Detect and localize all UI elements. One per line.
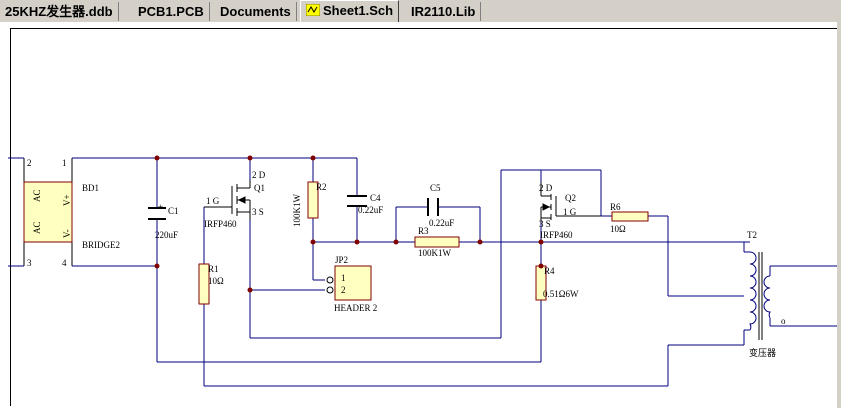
schematic-canvas[interactable] (0, 22, 841, 408)
c1-ref-label: C1 (168, 206, 179, 216)
jp2-p2-label: 2 (341, 285, 346, 295)
bridge-vminus-label: V- (62, 229, 72, 238)
r1-ref-label: R1 (208, 264, 219, 274)
tab-label: 25KHZ发生器.ddb (5, 4, 113, 19)
r2-ref-label: R2 (316, 182, 327, 192)
bridge-pin1-label: 1 (62, 158, 67, 168)
right-edge-scrollbar[interactable] (837, 22, 841, 408)
t2-dot-label: o (781, 316, 786, 326)
q2-mosfet[interactable] (540, 182, 601, 222)
t2-transformer[interactable] (744, 251, 771, 340)
bridge-ac2-label: AC (32, 221, 42, 234)
q1-ref-label: Q1 (254, 183, 265, 193)
r1-value-label: 10Ω (208, 276, 224, 286)
c5-capacitor[interactable] (427, 198, 439, 216)
t2-name-label: 变压器 (749, 347, 776, 358)
r6-value-label: 10Ω (610, 224, 626, 234)
bridge-ac1-label: AC (32, 189, 42, 202)
tab-pcb1[interactable]: PCB1.PCB (133, 2, 210, 21)
tab-label: Sheet1.Sch (323, 3, 394, 18)
c5-ref-label: C5 (430, 183, 441, 193)
q1-source-label: 3 S (252, 207, 264, 217)
tab-sheet1[interactable]: Sheet1.Sch (300, 0, 400, 22)
q1-mosfet[interactable] (204, 180, 251, 220)
schematic-sheet-icon (306, 4, 320, 16)
q2-ref-label: Q2 (565, 193, 576, 203)
sheet-border (10, 28, 837, 406)
r3-value-label: 100K1W (418, 248, 451, 258)
r6-resistor[interactable] (611, 211, 649, 222)
junctions (154, 155, 544, 293)
bridge-pin3-label: 3 (27, 258, 32, 268)
c5-value-label: 0.22uF (429, 218, 454, 228)
r3-ref-label: R3 (418, 226, 429, 236)
r6-ref-label: R6 (610, 202, 621, 212)
tab-label: PCB1.PCB (138, 4, 204, 19)
bd1-ref-label: BD1 (82, 183, 99, 193)
document-tab-bar: 25KHZ发生器.ddb PCB1.PCB Documents Sheet1.S… (0, 0, 841, 23)
tab-label: IR2110.Lib (411, 4, 476, 19)
bridge-rectifier-body[interactable] (23, 181, 73, 243)
c4-ref-label: C4 (370, 193, 381, 203)
tab-ir2110-lib[interactable]: IR2110.Lib (406, 2, 482, 21)
r4-ref-label: R4 (544, 266, 555, 276)
q1-drain-label: 2 D (252, 170, 266, 180)
pins (23, 158, 73, 266)
q2-source-label: 3 S (539, 219, 551, 229)
r2-value-label: 100K1W (292, 194, 302, 227)
c1-value-label: 220uF (155, 230, 178, 240)
t2-ref-label: T2 (747, 230, 757, 240)
q2-drain-label: 2 D (539, 183, 553, 193)
jp2-pin1 (326, 276, 334, 284)
bridge-vplus-label: V+ (62, 194, 72, 206)
jp2-name-label: HEADER 2 (334, 303, 377, 313)
c1-capacitor[interactable] (148, 207, 166, 220)
c4-capacitor[interactable] (347, 195, 367, 207)
q1-name-label: IRFP460 (204, 219, 237, 229)
jp2-pin2 (326, 286, 334, 294)
jp2-p1-label: 1 (341, 273, 346, 283)
q1-gate-label: 1 G (206, 196, 220, 206)
r3-resistor[interactable] (414, 236, 460, 248)
wires (8, 157, 837, 387)
tab-ddb[interactable]: 25KHZ发生器.ddb (0, 2, 119, 21)
jp2-ref-label: JP2 (335, 255, 348, 265)
bridge-pin2-label: 2 (27, 158, 32, 168)
bridge2-name-label: BRIDGE2 (82, 240, 120, 250)
r1-resistor[interactable] (198, 263, 210, 305)
tab-documents[interactable]: Documents (215, 2, 297, 21)
r2-resistor[interactable] (307, 181, 319, 219)
tab-label: Documents (220, 4, 291, 19)
c1-plus-label: + (158, 202, 163, 212)
c4-value-label: 0.22uF (358, 205, 383, 215)
jp2-header[interactable] (334, 265, 372, 301)
q2-gate-label: 1 G (563, 207, 577, 217)
bridge-pin4-label: 4 (62, 258, 67, 268)
r4-value-label: 0.51Ω6W (543, 289, 579, 299)
q2-name-label: IRFP460 (540, 230, 573, 240)
